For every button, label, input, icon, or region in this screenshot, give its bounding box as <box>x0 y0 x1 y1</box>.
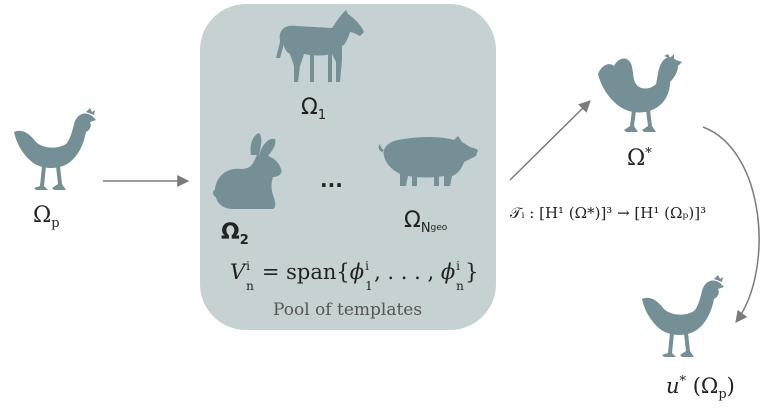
more-templates-ellipsis: ... <box>320 170 343 190</box>
hen-icon <box>640 275 726 359</box>
template-2-label: Ω2 <box>221 222 249 244</box>
hen-icon <box>12 108 98 192</box>
rooster-icon <box>596 54 684 132</box>
pool-caption: Pool of templates <box>273 302 422 319</box>
patient-domain-label: Ωp <box>33 205 60 227</box>
template-n-label: ΩNgeo <box>404 210 447 232</box>
transformation-label: 𝒯ᵢ : [H¹ (Ω*)]³ → [H¹ (Ωₚ)]³ <box>510 206 706 221</box>
reference-domain-label: Ω* <box>627 148 652 170</box>
arrow-pool-to-reference <box>510 101 590 180</box>
template-1-label: Ω1 <box>301 97 326 119</box>
rabbit-icon <box>213 133 287 211</box>
pig-icon <box>378 134 478 188</box>
horse-icon <box>274 10 366 84</box>
solution-label: u* (Ωp) <box>666 376 735 397</box>
